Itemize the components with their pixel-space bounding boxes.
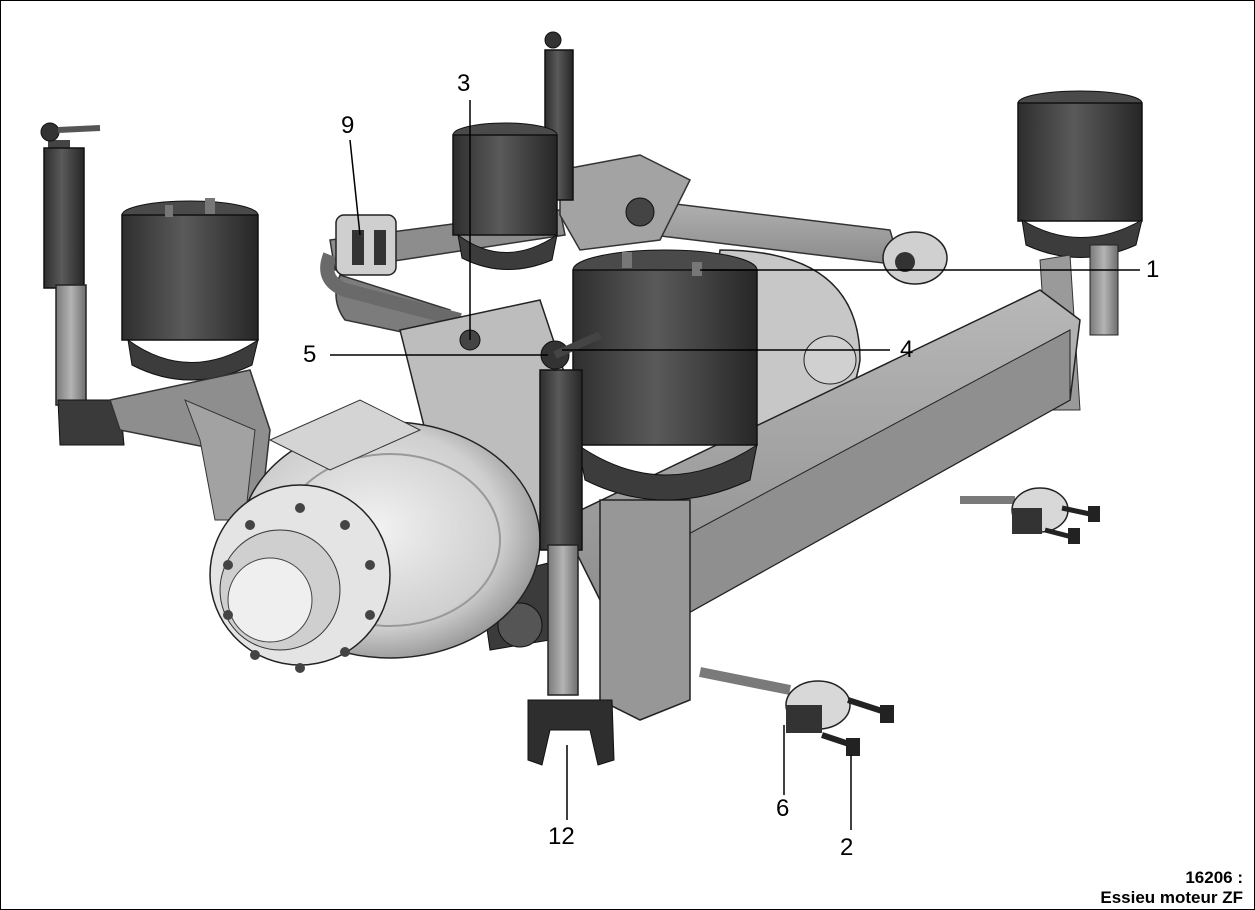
upper-reaction-rod xyxy=(625,197,948,385)
left-shock-absorber xyxy=(40,122,125,446)
rear-centre-air-spring xyxy=(452,122,558,270)
callout-9: 9 xyxy=(341,112,355,139)
reaction-rod-rear xyxy=(960,487,1100,544)
leader-lines xyxy=(330,100,1140,830)
stabiliser-clamp xyxy=(320,214,462,327)
reaction-rod-front xyxy=(699,667,894,756)
callout-3: 3 xyxy=(457,70,471,97)
caption-number: 16206 : xyxy=(1185,868,1243,887)
front-shock-absorber xyxy=(527,331,615,766)
callout-1: 1 xyxy=(1146,256,1160,283)
left-spring-carrier xyxy=(109,369,271,521)
front-air-spring xyxy=(572,249,758,501)
callout-4: 4 xyxy=(900,336,914,363)
callout-5: 5 xyxy=(303,341,317,368)
callout-6: 6 xyxy=(776,795,790,822)
wheel-studs xyxy=(223,503,375,673)
callout-2: 2 xyxy=(840,834,854,861)
figure-caption: 16206 : Essieu moteur ZF xyxy=(1100,868,1243,908)
caption-title: Essieu moteur ZF xyxy=(1100,888,1243,907)
left-air-spring xyxy=(121,198,259,381)
axle-beam xyxy=(558,289,1081,721)
callout-12: 12 xyxy=(548,823,575,850)
